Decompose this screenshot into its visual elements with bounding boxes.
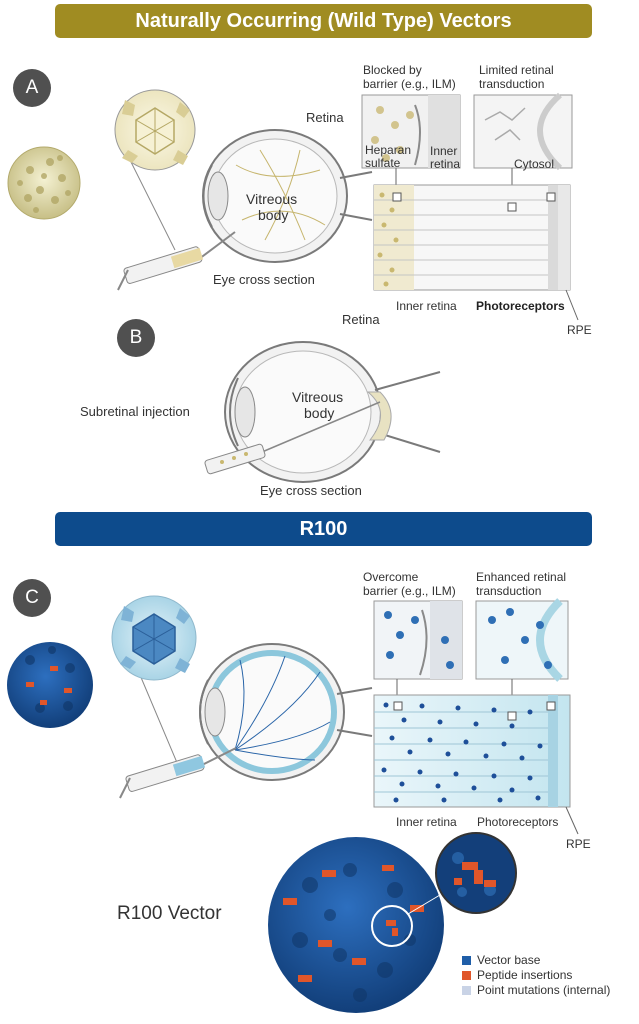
panel-a-inner-retina: Inner retina [396,299,457,313]
r100-zoom-circle [435,832,517,914]
detail-box-barrier-c [373,600,463,680]
panel-a-rpe: RPE [567,323,592,337]
detail-box-transduction-c [475,598,569,682]
banner-wild-type: Naturally Occurring (Wild Type) Vectors [55,4,592,38]
legend-swatch-vector-base [462,955,471,965]
panel-a-blocked-line2: barrier (e.g., ILM) [363,77,456,91]
panel-b-letter: B [129,327,143,348]
legend-label-point-mutations: Point mutations (internal) [477,983,611,997]
zoom-circle-a [114,89,196,251]
legend-label-vector-base: Vector base [477,953,541,967]
retina-slab-c [373,694,571,808]
panel-a-badge: A [13,69,51,107]
panel-c-inner-retina: Inner retina [396,815,457,829]
panel-c-photoreceptors: Photoreceptors [477,815,559,829]
panel-a-limited-line2: transduction [479,77,545,91]
panel-b-vitreous-line2: body [304,405,335,421]
panel-c-overcome-line2: barrier (e.g., ILM) [363,584,456,598]
panel-a-photoreceptors: Photoreceptors [476,299,565,313]
panel-c-overcome-line1: Overcome [363,570,419,584]
panel-c-badge: C [13,579,51,617]
panel-b-retina-label: Retina [342,312,380,327]
panel-a-blocked-line1: Blocked by [363,63,422,77]
eye-b [204,341,441,483]
panel-b-eye-caption: Eye cross section [260,483,362,498]
legend-label-peptide-insertions: Peptide insertions [477,968,573,982]
panel-c-letter: C [25,587,39,608]
panel-a-limited-line1: Limited retinal [479,63,554,77]
legend-swatch-peptide-insertions [462,970,471,980]
panel-c-rpe: RPE [566,837,591,851]
panel-c-enhanced-line2: transduction [476,584,542,598]
banner-r100-title: R100 [299,517,348,540]
panel-a-cytosol: Cytosol [514,157,555,171]
eye-a [117,129,373,291]
r100-vector-large [268,837,446,1013]
legend-peptide-insertions: Peptide insertions [462,968,572,982]
panel-c-enhanced-line1: Enhanced retinal [476,570,567,584]
r100-particle-small [7,642,93,728]
detail-box-barrier-a [361,94,461,169]
panel-a-vitreous-line1: Vitreous [246,191,298,207]
retina-slab-a [373,184,571,291]
eye-c [119,643,373,799]
panel-a-eye-caption: Eye cross section [213,272,315,287]
wild-virus-particle [7,146,81,220]
detail-box-transduction-a [473,92,573,171]
panel-a-retina-label: Retina [306,110,344,125]
legend-vector-base: Vector base [462,953,540,967]
panel-a-heparan-line2: sulfate [365,156,401,170]
r100-vector-title: R100 Vector [117,903,222,924]
panel-a-inner-line1: Inner [430,144,458,158]
panel-b-vitreous-line1: Vitreous [292,389,344,405]
legend-swatch-point-mutations [462,985,471,995]
panel-b-badge: B [117,319,155,357]
panel-a-vitreous-line2: body [258,207,289,223]
banner-wild-type-title: Naturally Occurring (Wild Type) Vectors [135,9,512,32]
banner-r100: R100 [55,512,592,546]
panel-b-injection: Subretinal injection [80,404,190,419]
zoom-circle-c [111,595,197,766]
panel-a-inner-line2: retina [430,157,461,171]
panel-a-letter: A [25,77,39,98]
legend-point-mutations: Point mutations (internal) [462,983,610,997]
panel-a-heparan-line1: Heparan [365,143,412,157]
